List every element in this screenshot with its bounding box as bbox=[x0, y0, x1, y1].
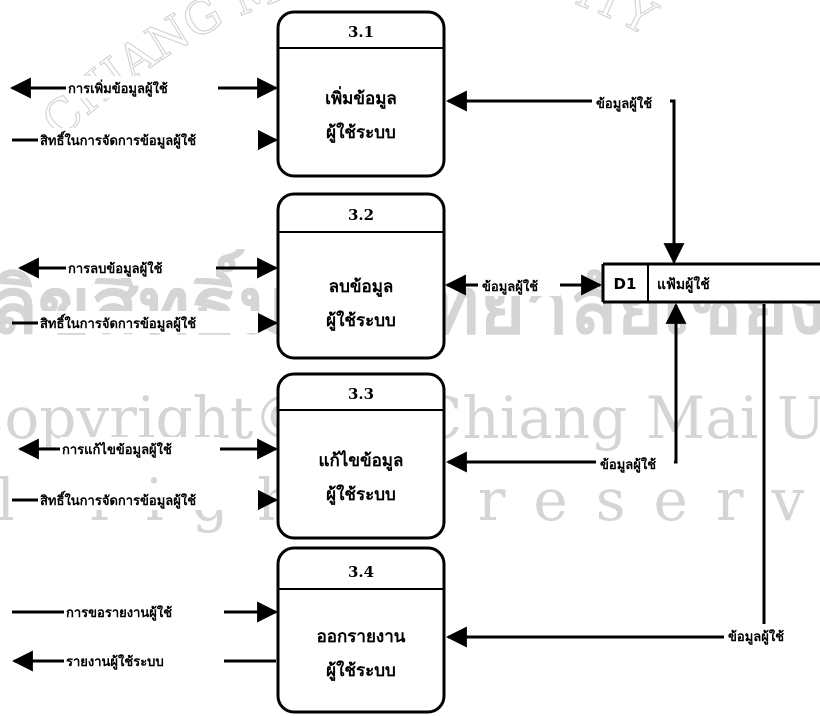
flow-label: ข้อมูลผู้ใช้ bbox=[600, 456, 656, 473]
flow-label: ข้อมูลผู้ใช้ bbox=[596, 95, 652, 112]
process-3-3: 3.3 แก้ไขข้อมูล ผู้ใช้ระบบ bbox=[276, 372, 446, 540]
process-name-line2: ผู้ใช้ระบบ bbox=[326, 122, 396, 144]
flow-label: สิทธิ์ในการจัดการข้อมูลผู้ใช้ bbox=[40, 130, 196, 149]
process-name-line2: ผู้ใช้ระบบ bbox=[326, 660, 396, 682]
process-name-line2: ผู้ใช้ระบบ bbox=[326, 310, 396, 332]
process-number: 3.2 bbox=[348, 206, 374, 224]
process-number: 3.3 bbox=[348, 385, 374, 403]
flow-label: การเพิ่มข้อมูลผู้ใช้ bbox=[68, 79, 168, 97]
flow-label: รายงานผู้ใช้ระบบ bbox=[66, 653, 164, 670]
flow-label: การขอรายงานผู้ใช้ bbox=[66, 604, 172, 621]
process-3-1: 3.1 เพิ่มข้อมูล ผู้ใช้ระบบ bbox=[276, 10, 446, 178]
process-name-line1: แก้ไขข้อมูล bbox=[319, 450, 404, 472]
flow-label: ข้อมูลผู้ใช้ bbox=[482, 278, 538, 295]
data-store-name: แฟ้มผู้ใช้ bbox=[657, 275, 710, 293]
flow-label: การแก้ไขข้อมูลผู้ใช้ bbox=[62, 441, 172, 458]
flow-label: การลบข้อมูลผู้ใช้ bbox=[68, 260, 163, 277]
data-store-id: D1 bbox=[614, 275, 637, 293]
process-number: 3.1 bbox=[348, 23, 374, 41]
data-store-d1: D1 แฟ้มผู้ใช้ bbox=[601, 262, 820, 304]
flow-label: สิทธิ์ในการจัดการข้อมูลผู้ใช้ bbox=[40, 490, 196, 509]
flow-arrow bbox=[445, 90, 676, 262]
process-number: 3.4 bbox=[348, 563, 374, 581]
store-flow-labels: ข้อมูลผู้ใช้ ข้อมูลผู้ใช้ ข้อมูลผู้ใช้ ข… bbox=[478, 91, 810, 646]
left-flow-labels: การเพิ่มข้อมูลผู้ใช้ สิทธิ์ในการจัดการข้… bbox=[38, 76, 258, 671]
process-name-line2: ผู้ใช้ระบบ bbox=[326, 484, 396, 506]
left-flows bbox=[9, 77, 279, 672]
process-3-4: 3.4 ออกรายงาน ผู้ใช้ระบบ bbox=[276, 546, 446, 714]
process-name-line1: เพิ่มข้อมูล bbox=[325, 86, 397, 110]
flow-arrow bbox=[445, 302, 687, 473]
flow-label: สิทธิ์ในการจัดการข้อมูลผู้ใช้ bbox=[40, 313, 196, 332]
process-3-2: 3.2 ลบข้อมูล ผู้ใช้ระบบ bbox=[276, 192, 446, 360]
process-name-line1: ลบข้อมูล bbox=[329, 277, 394, 298]
process-name-line1: ออกรายงาน bbox=[317, 627, 406, 647]
flow-label: ข้อมูลผู้ใช้ bbox=[728, 628, 784, 645]
store-flows bbox=[444, 90, 766, 648]
